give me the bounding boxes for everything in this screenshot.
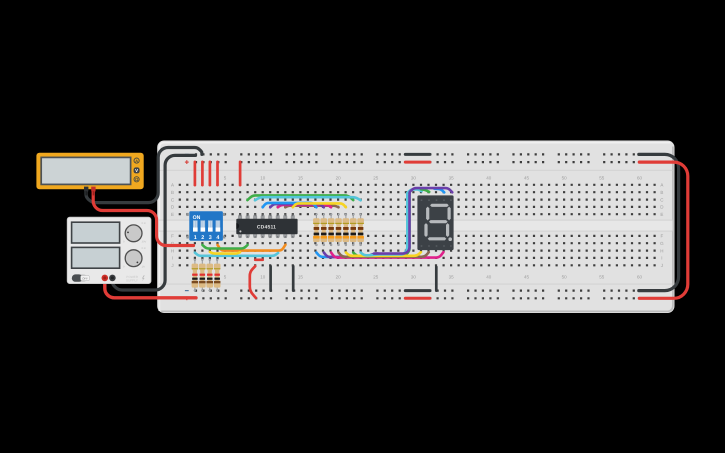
svg-text:B: B	[660, 190, 663, 195]
svg-text:60: 60	[637, 175, 643, 180]
svg-text:V: V	[135, 168, 138, 173]
svg-text:60: 60	[637, 274, 643, 279]
svg-text:3: 3	[209, 235, 212, 241]
svg-text:A: A	[660, 183, 663, 188]
svg-text:50: 50	[562, 274, 568, 279]
svg-text:Ω: Ω	[135, 177, 139, 182]
svg-text:40: 40	[486, 274, 492, 279]
svg-text:55: 55	[599, 175, 605, 180]
svg-text:ON: ON	[193, 215, 201, 221]
svg-text:A: A	[135, 158, 138, 163]
svg-text:15: 15	[298, 274, 304, 279]
svg-text:20: 20	[336, 175, 342, 180]
svg-text:45: 45	[524, 175, 530, 180]
svg-text:15: 15	[298, 175, 304, 180]
svg-text:25: 25	[373, 175, 379, 180]
svg-text:20: 20	[336, 274, 342, 279]
svg-text:D: D	[171, 205, 175, 210]
svg-text:I: I	[172, 256, 173, 261]
svg-text:G: G	[660, 241, 664, 246]
svg-text:45: 45	[524, 274, 530, 279]
svg-text:30: 30	[411, 274, 417, 279]
svg-text:50: 50	[562, 175, 568, 180]
svg-text:E: E	[171, 212, 174, 217]
svg-text:55: 55	[599, 274, 605, 279]
svg-text:35: 35	[449, 175, 455, 180]
svg-text:CD4511: CD4511	[257, 224, 276, 230]
svg-text:H: H	[171, 248, 174, 253]
svg-text:SUPPLY: SUPPLY	[126, 279, 138, 283]
svg-text:OFF: OFF	[82, 276, 88, 280]
svg-text:I: I	[661, 256, 662, 261]
svg-text:C: C	[171, 197, 175, 202]
svg-text:30: 30	[411, 175, 417, 180]
svg-text:H: H	[660, 248, 663, 253]
svg-text:0 m: 0 m	[142, 222, 146, 225]
svg-text:35: 35	[449, 274, 455, 279]
svg-text:POWER: POWER	[126, 275, 138, 279]
svg-text:10: 10	[260, 175, 266, 180]
svg-text:F: F	[171, 234, 174, 239]
svg-text:G: G	[171, 241, 175, 246]
svg-text:E: E	[660, 212, 663, 217]
svg-text:A: A	[171, 183, 174, 188]
svg-text:10: 10	[260, 274, 266, 279]
svg-text:J: J	[661, 263, 663, 268]
svg-text:25: 25	[373, 274, 379, 279]
svg-text:1: 1	[194, 235, 197, 241]
svg-text:D: D	[660, 205, 664, 210]
svg-text:F: F	[661, 234, 664, 239]
svg-text:40: 40	[486, 175, 492, 180]
svg-text:B: B	[171, 190, 174, 195]
svg-text:5: 5	[224, 274, 227, 279]
svg-text:0: 0	[123, 241, 125, 244]
svg-text:2: 2	[201, 235, 204, 241]
svg-text:0: 0	[123, 266, 125, 269]
svg-text:1A: 1A	[142, 266, 145, 269]
svg-text:30V: 30V	[142, 241, 147, 244]
svg-text:C: C	[660, 197, 664, 202]
svg-text:4: 4	[216, 235, 219, 241]
svg-text:0 m: 0 m	[142, 247, 146, 250]
svg-text:5: 5	[224, 175, 227, 180]
svg-text:J: J	[171, 263, 173, 268]
